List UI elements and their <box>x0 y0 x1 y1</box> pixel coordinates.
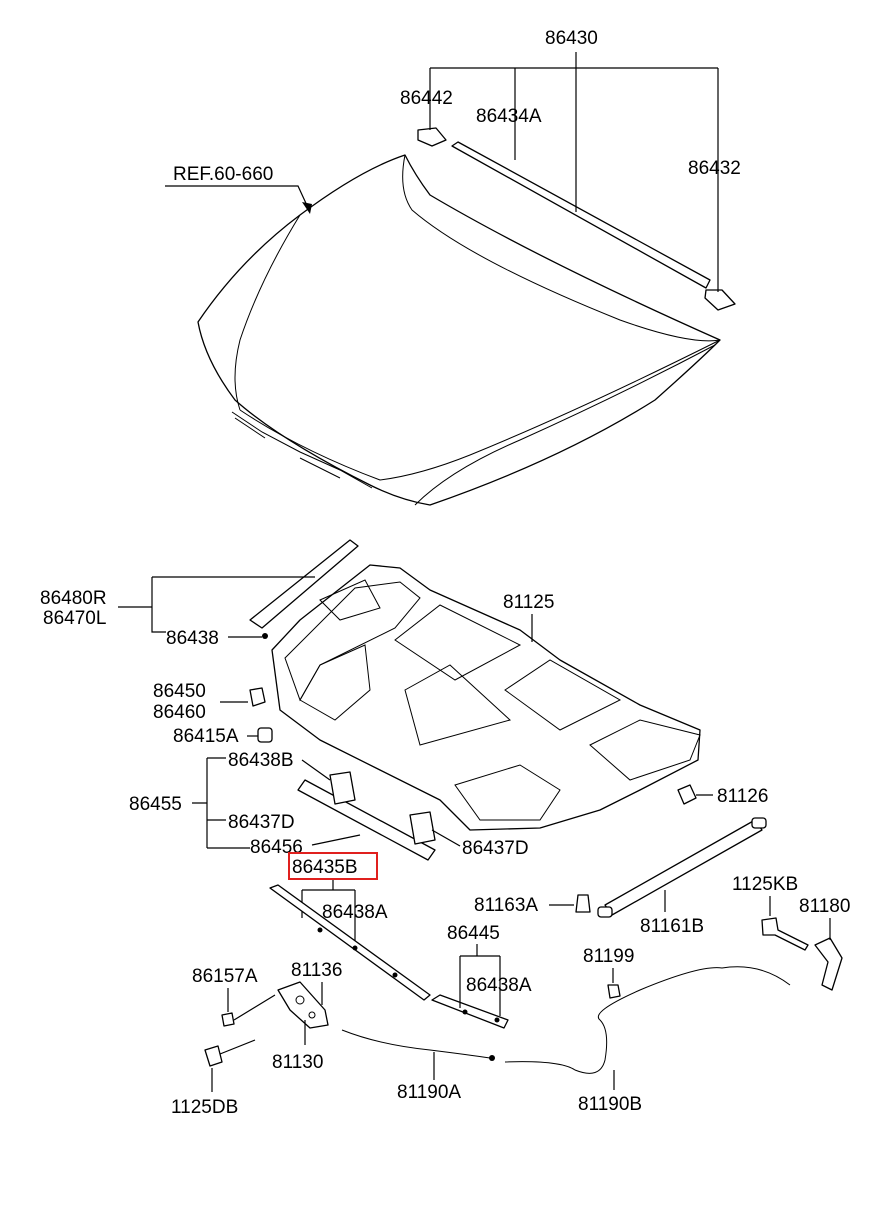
label-86438A-right: 86438A <box>466 975 532 996</box>
bumper-86415A <box>257 727 273 743</box>
label-81190B: 81190B <box>578 1094 642 1115</box>
label-81190A: 81190A <box>397 1082 461 1103</box>
leader-86480R <box>118 576 315 633</box>
cable-81190A <box>341 1029 491 1059</box>
leader-86438B <box>301 759 331 781</box>
label-81125: 81125 <box>503 592 554 613</box>
label-86437D-right: 86437D <box>462 838 529 859</box>
label-86480R: 86480R <box>40 588 107 609</box>
label-86430: 86430 <box>545 28 598 49</box>
bumper-81126 <box>677 784 697 805</box>
hood-panel <box>197 154 721 506</box>
bolt-86157A <box>221 1012 235 1027</box>
strip-86435B <box>269 884 431 1001</box>
label-86470L: 86470L <box>43 608 106 629</box>
label-86437D-left: 86437D <box>228 812 295 833</box>
leader-86445 <box>459 944 501 1016</box>
bumper-86450 <box>249 687 266 707</box>
label-86157A: 86157A <box>192 966 258 987</box>
label-86456: 86456 <box>250 837 303 858</box>
leader-86456 <box>311 834 361 846</box>
hinge-81180 <box>814 937 843 991</box>
leader-86157A <box>227 988 276 1021</box>
label-86434A: 86434A <box>476 106 542 127</box>
label-ref: REF.60-660 <box>173 164 273 185</box>
label-86438B: 86438B <box>228 750 294 771</box>
leader-86435B <box>301 880 356 942</box>
leader-86430 <box>429 52 719 292</box>
cable-81190B <box>504 966 791 1074</box>
label-86438A-left: 86438A <box>322 902 388 923</box>
strip-86445 <box>431 994 509 1029</box>
label-81199: 81199 <box>583 946 634 967</box>
bolt-81163A <box>575 894 591 913</box>
bracket-86455 <box>297 771 436 861</box>
label-81180: 81180 <box>799 896 850 917</box>
label-86415A: 86415A <box>173 726 239 747</box>
label-81161B: 81161B <box>640 916 704 937</box>
leader-86455 <box>192 757 250 849</box>
arrow-ref <box>302 202 312 214</box>
label-86435B[interactable]: 86435B <box>292 857 358 878</box>
label-86460: 86460 <box>153 702 206 723</box>
bolt-1125DB <box>204 1045 223 1067</box>
label-86442: 86442 <box>400 88 453 109</box>
label-86445: 86445 <box>447 923 500 944</box>
label-1125KB: 1125KB <box>732 874 798 895</box>
highlight-box-86435B <box>288 852 378 880</box>
side-seal-86480R <box>249 539 359 639</box>
label-86450: 86450 <box>153 681 206 702</box>
weatherstrip-86430 <box>417 127 736 311</box>
leader-ref <box>165 185 311 213</box>
label-81136: 81136 <box>291 960 342 981</box>
leader-86437D-right <box>431 829 461 847</box>
label-81130: 81130 <box>272 1052 323 1073</box>
gas-strut-81161B <box>597 817 767 918</box>
latch-81130 <box>277 981 329 1029</box>
label-81126: 81126 <box>717 786 768 807</box>
label-86455: 86455 <box>129 794 182 815</box>
label-86438-top: 86438 <box>166 628 219 649</box>
label-1125DB: 1125DB <box>171 1097 238 1118</box>
bolt-1125KB <box>761 917 809 951</box>
label-81163A: 81163A <box>474 895 538 916</box>
hood-inner-panel-81125 <box>271 564 701 831</box>
clip-81199 <box>607 984 621 999</box>
leader-1125DB <box>211 1039 256 1092</box>
label-86432: 86432 <box>688 158 741 179</box>
